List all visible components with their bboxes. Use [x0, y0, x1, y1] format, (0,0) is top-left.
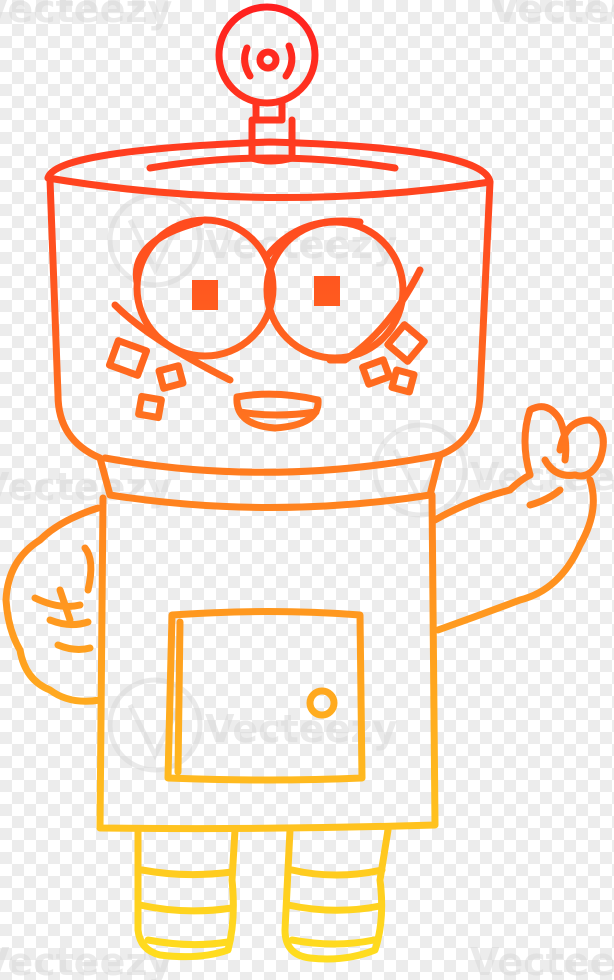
- robot-face: [105, 216, 428, 432]
- watermark-text-7: Vecteezy: [470, 940, 614, 980]
- robot-right-arm: [431, 403, 607, 634]
- antenna: [215, 3, 319, 165]
- robot-body: [96, 491, 439, 833]
- robot-head: [44, 138, 494, 511]
- watermark-text-6: Vecteezy: [0, 0, 172, 31]
- watermark-mark-3: [107, 677, 203, 773]
- robot-legs: [134, 826, 392, 963]
- watermark-text-4: Vecteezy: [205, 707, 397, 751]
- robot-left-arm: [2, 504, 104, 705]
- robot-outline: [2, 3, 607, 963]
- watermark-text-5: Vecteezy: [490, 0, 614, 31]
